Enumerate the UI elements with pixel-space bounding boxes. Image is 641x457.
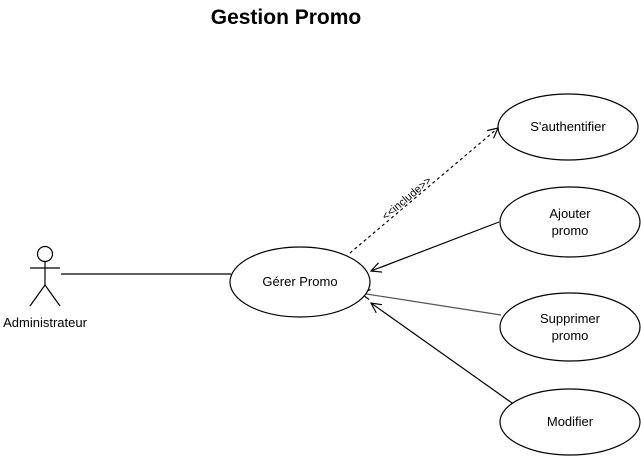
diagram-title: Gestion Promo xyxy=(211,6,362,29)
include-arrow xyxy=(349,128,498,254)
use-case-label: S'authentifier xyxy=(530,119,606,134)
use-case-label: Gérer Promo xyxy=(262,274,337,289)
include-stereotype-label: <<include>> xyxy=(380,175,434,223)
use-case-label-line-1: Supprimer xyxy=(540,311,601,326)
use-case-label: Modifier xyxy=(547,414,594,429)
use-case-label-line-1: Ajouter xyxy=(549,206,591,221)
supprimer-arrow xyxy=(360,293,502,316)
actor-administrateur[interactable]: Administrateur xyxy=(3,245,88,331)
use-case-label-line-2: promo xyxy=(552,328,589,343)
ajouter-arrow xyxy=(371,221,500,271)
actor-figure-icon xyxy=(29,245,61,307)
use-case-label-line-2: promo xyxy=(552,223,589,238)
modifier-arrow xyxy=(371,303,513,404)
use-case-modifier[interactable]: Modifier xyxy=(499,388,641,456)
use-case-gerer-promo[interactable]: Gérer Promo xyxy=(229,246,371,318)
use-case-supprimer-promo[interactable]: Supprimer promo xyxy=(499,292,641,362)
actor-label: Administrateur xyxy=(3,315,87,330)
use-case-authentifier[interactable]: S'authentifier xyxy=(497,93,639,161)
use-case-ajouter-promo[interactable]: Ajouter promo xyxy=(499,186,641,258)
